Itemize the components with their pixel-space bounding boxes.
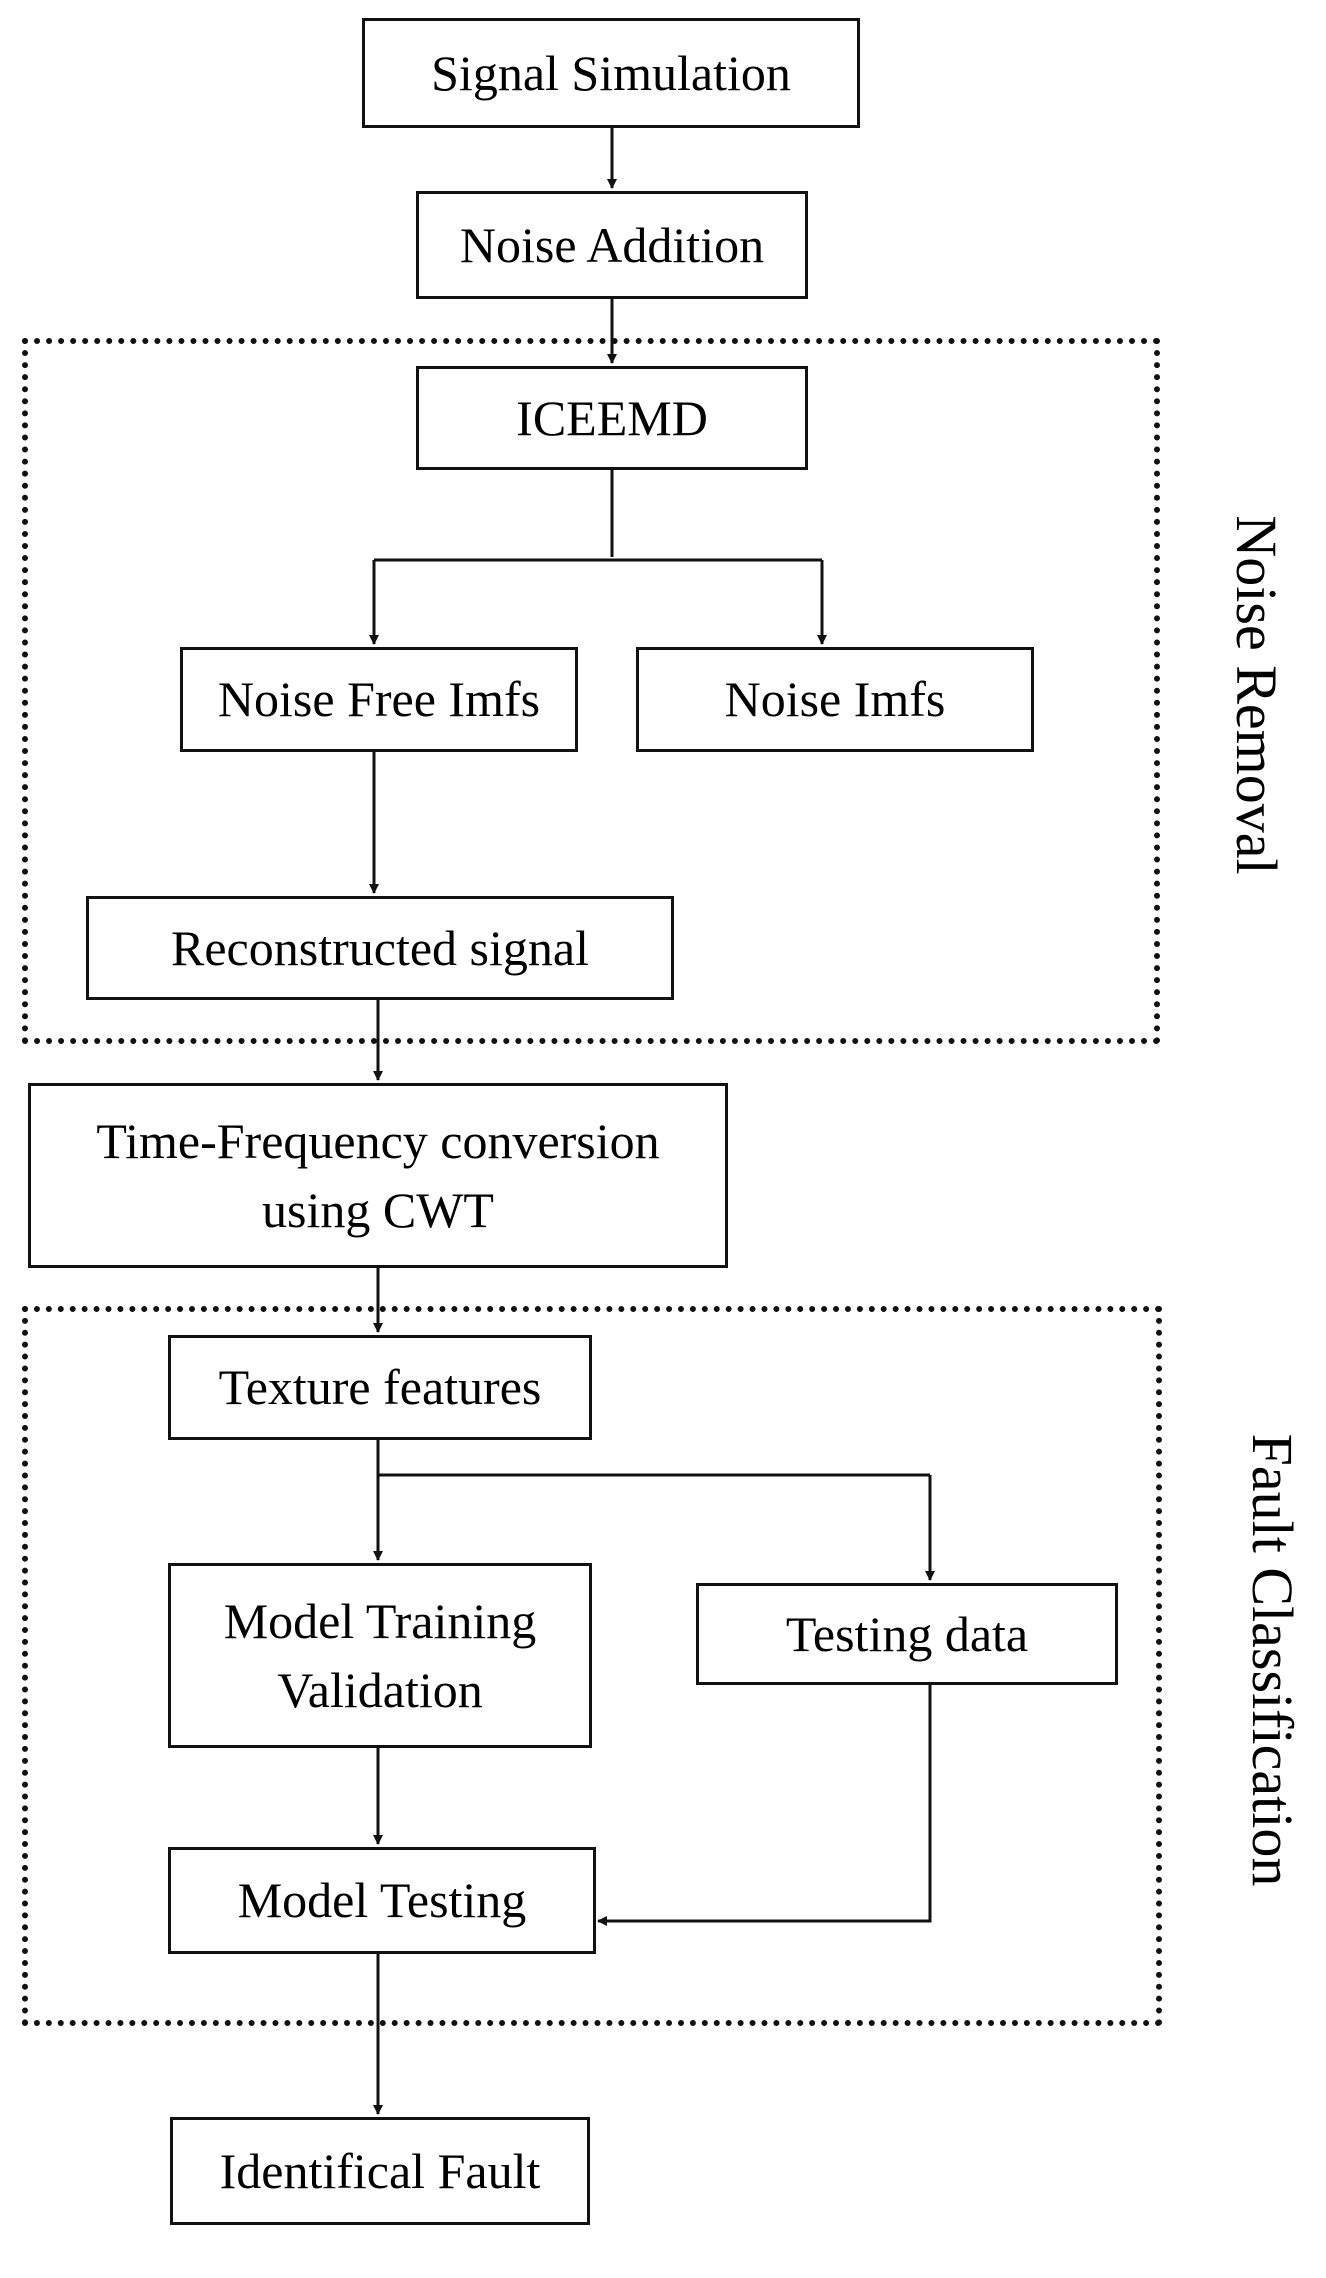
noise-addition-box: Noise Addition [416,191,808,299]
signal-simulation-box: Signal Simulation [362,18,860,128]
fault-classification-label: Fault Classification [1240,1433,1305,1887]
iceemd-label: ICEEMD [516,389,708,446]
iceemd-box: ICEEMD [416,366,808,470]
model-training-box: Model Training Validation [168,1563,592,1748]
reconstructed-signal-label: Reconstructed signal [171,919,589,976]
identifical-fault-label: Identifical Fault [219,2142,541,2199]
noise-free-imfs-box: Noise Free Imfs [180,647,578,752]
time-frequency-line2: using CWT [262,1181,494,1238]
reconstructed-signal-box: Reconstructed signal [86,896,674,1000]
arrow-testing-data-to-model-testing [597,1685,932,1926]
noise-removal-region [22,338,1160,1044]
fault-classification-region [22,1306,1162,2026]
noise-addition-label: Noise Addition [459,216,765,273]
identifical-fault-box: Identifical Fault [170,2117,590,2225]
noise-free-imfs-label: Noise Free Imfs [217,671,541,727]
testing-data-label: Testing data [785,1605,1029,1662]
model-training-line1: Model Training [223,1592,537,1649]
noise-imfs-box: Noise Imfs [636,647,1034,752]
texture-features-box: Texture features [168,1335,592,1440]
signal-simulation-label: Signal Simulation [431,44,791,101]
model-training-line2: Validation [277,1661,483,1718]
noise-imfs-label: Noise Imfs [724,671,946,727]
time-frequency-box: Time-Frequency conversion using CWT [28,1083,728,1268]
model-testing-box: Model Testing [168,1847,596,1954]
testing-data-box: Testing data [696,1583,1118,1685]
time-frequency-line1: Time-Frequency conversion [96,1112,660,1169]
noise-removal-label: Noise Removal [1224,515,1289,875]
model-testing-label: Model Testing [237,1872,527,1928]
texture-features-label: Texture features [218,1359,542,1415]
